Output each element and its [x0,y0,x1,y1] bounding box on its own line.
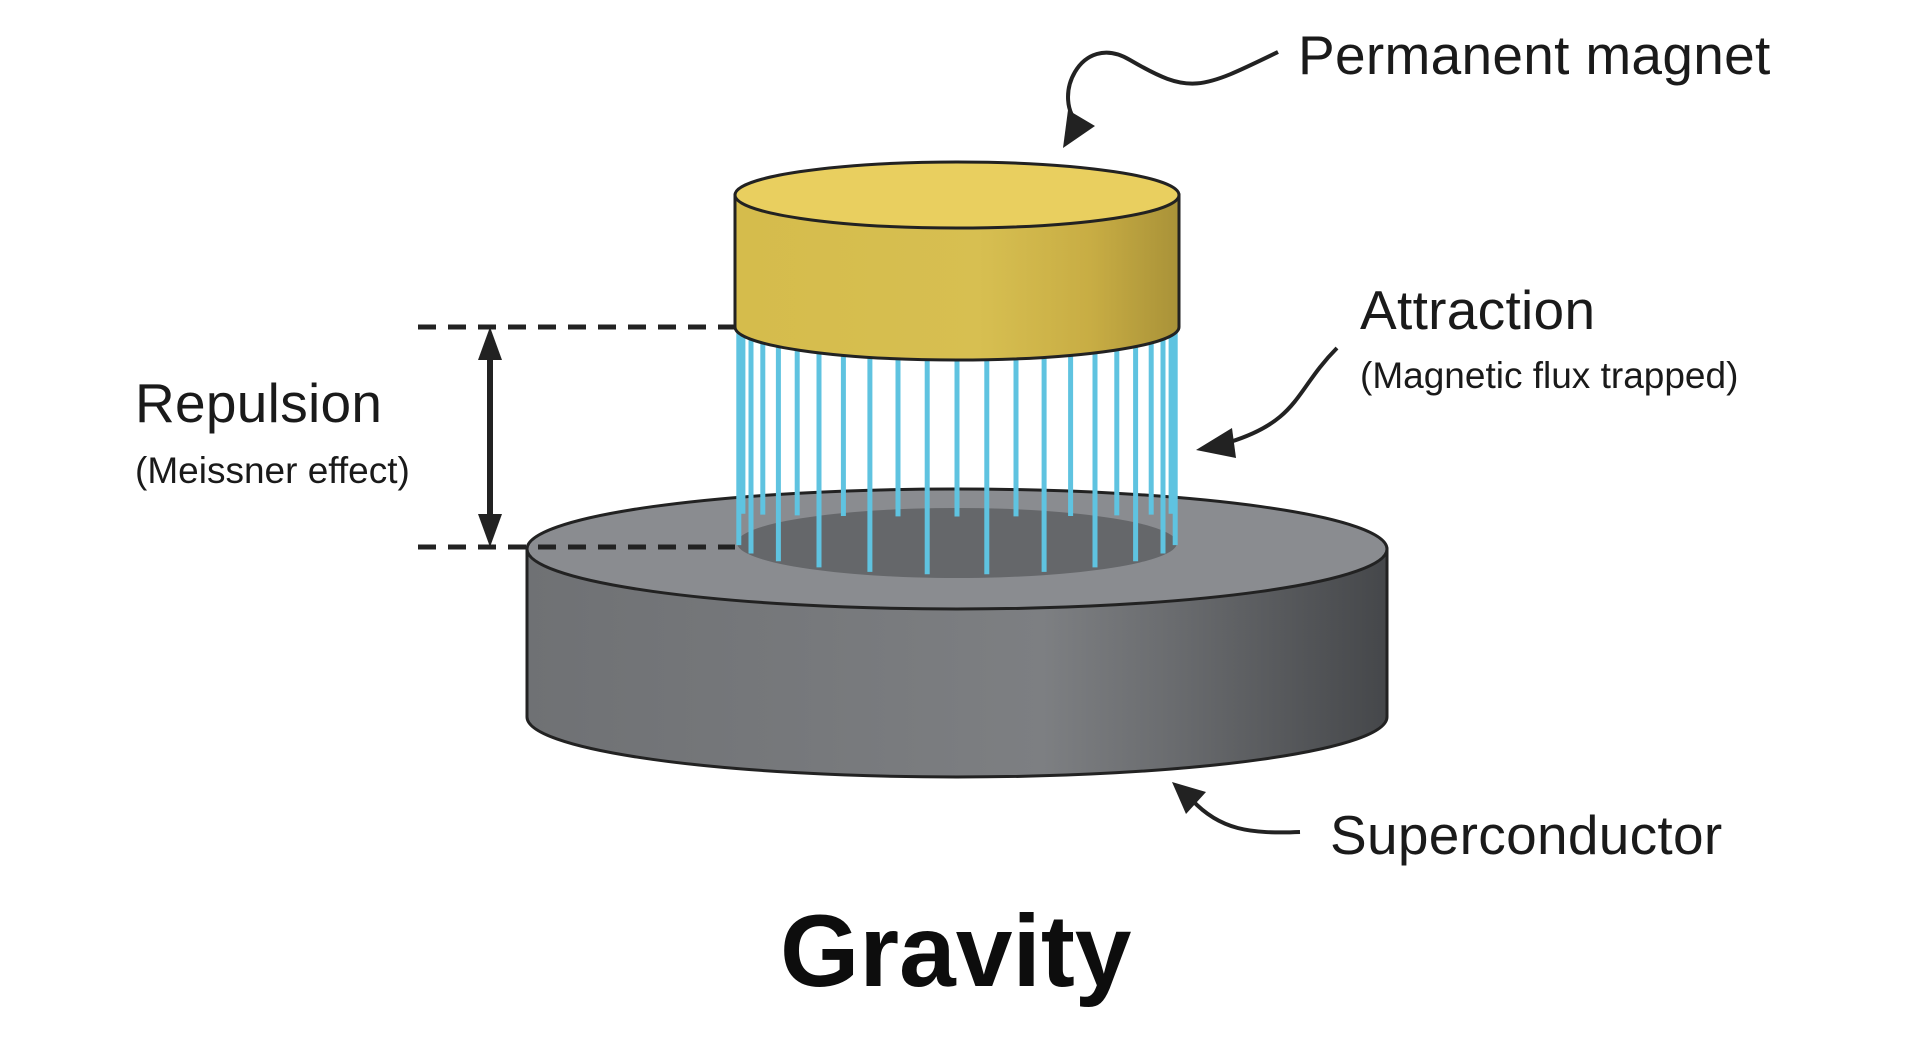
superconductor-disc [525,487,1389,779]
flux-lines [736,329,1178,575]
magnet-side [733,193,1181,362]
attraction-pointer-arrow [1196,346,1339,458]
attraction-note: (Magnetic flux trapped) [1360,355,1739,396]
superconductor-label: Superconductor [1330,804,1723,866]
repulsion-label: Repulsion [135,372,383,434]
superconductor-side [525,547,1389,779]
repulsion-note: (Meissner effect) [135,450,410,491]
magnet-pointer-arrow [1063,50,1279,148]
superconductor-pointer-arrow [1172,782,1301,835]
gravity-label: Gravity [780,894,1132,1008]
gap-arrow-head-down [478,514,502,547]
magnet-top [733,160,1181,230]
gap-indicator [418,324,735,550]
permanent-magnet [733,160,1181,362]
attraction-label: Attraction [1360,279,1596,341]
permanent-magnet-label: Permanent magnet [1298,24,1771,86]
flux-shadow [737,508,1177,578]
gap-arrow-head-up [478,327,502,360]
